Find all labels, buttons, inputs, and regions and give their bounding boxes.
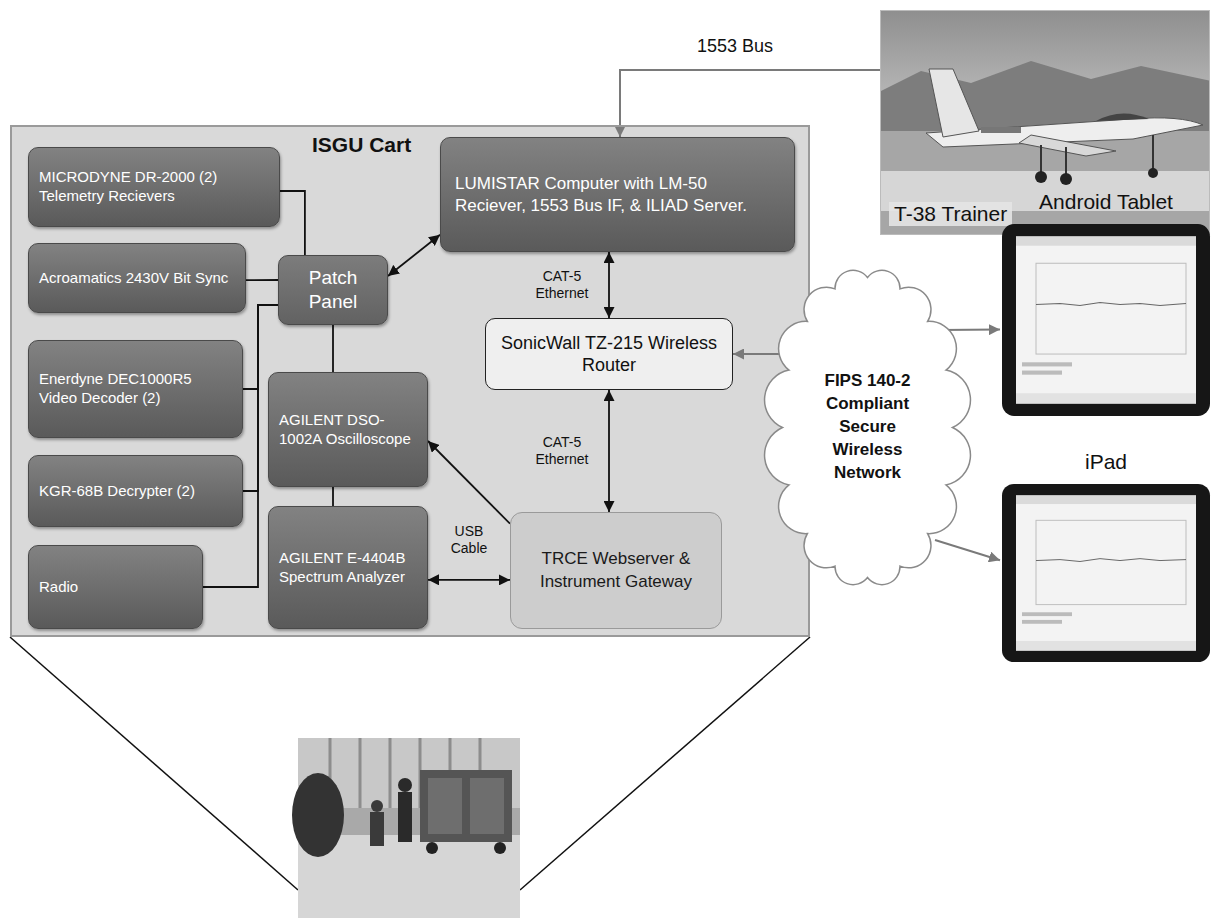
- tablet-screen: [1016, 236, 1196, 403]
- rack-bay: [470, 778, 504, 834]
- person-head: [398, 778, 412, 792]
- fuselage-marking: [981, 127, 1021, 133]
- tablet-body: [1002, 484, 1210, 662]
- box-label: Acroamatics 2430V Bit Sync: [39, 269, 228, 288]
- dev-h: iPad: [1000, 448, 1212, 476]
- wheel: [1035, 171, 1047, 183]
- ipad-device: [1000, 482, 1212, 664]
- box-label: TRCE Webserver & Instrument Gateway: [523, 548, 709, 592]
- dev-h: Android Tablet: [1000, 188, 1212, 216]
- landing-gear: [1041, 135, 1153, 175]
- connector: [246, 279, 278, 281]
- network-cloud: FIPS 140-2 Compliant Secure Wireless Net…: [755, 250, 980, 605]
- connector: [332, 487, 334, 506]
- plot-frame: [1036, 263, 1186, 354]
- screen-toolbar: [1016, 393, 1196, 403]
- router-box: SonicWall TZ-215 Wireless Router: [485, 318, 733, 390]
- connector: [608, 252, 610, 318]
- plot-trace: [1036, 302, 1186, 305]
- edge-label: CAT-5 Ethernet: [526, 267, 598, 303]
- person: [398, 792, 412, 842]
- box-label: AGILENT DSO-1002A Oscilloscope: [279, 411, 417, 449]
- connector: [428, 441, 510, 524]
- photo-cap: T-38 Trainer: [889, 202, 1012, 226]
- cart-photo: [292, 738, 520, 918]
- webserver-box: TRCE Webserver & Instrument Gateway: [510, 512, 722, 629]
- box-label: Enerdyne DEC1000R5 Video Decoder (2): [39, 370, 232, 408]
- spectrum-analyzer-box: AGILENT E-4404B Spectrum Analyzer: [268, 506, 428, 629]
- canopy: [1096, 113, 1149, 121]
- connector: [428, 579, 510, 581]
- edge-label: 1553 Bus: [680, 35, 790, 59]
- box-label: MICRODYNE DR-2000 (2) Telemetry Reciever…: [39, 168, 269, 206]
- video-decoder-box: Enerdyne DEC1000R5 Video Decoder (2): [28, 340, 243, 438]
- cloud-t: FIPS 140-2 Compliant Secure Wireless Net…: [809, 370, 927, 485]
- rack-bay: [428, 778, 462, 834]
- cart-wheel: [494, 842, 506, 854]
- connector: [388, 235, 440, 276]
- edge-label: CAT-5 Ethernet: [526, 433, 598, 469]
- connector: [608, 390, 610, 512]
- plot-trace: [1036, 559, 1186, 562]
- connector: [935, 540, 1000, 560]
- screen-readout: [1022, 362, 1072, 366]
- isgu-cart-rack: [420, 770, 512, 842]
- cart-enclosure: ISGU CartMICRODYNE DR-2000 (2) Telemetry…: [10, 125, 810, 637]
- tail-fin: [929, 69, 979, 137]
- tablet-frame: iPad: [1000, 448, 1212, 668]
- edge-label: USB Cable: [438, 522, 500, 558]
- tablet-frame: Android Tablet: [1000, 188, 1212, 428]
- plot-frame: [1036, 520, 1186, 604]
- patch-panel-box: Patch Panel: [278, 255, 388, 325]
- cloud-outline: [765, 270, 971, 584]
- person-head: [371, 800, 383, 812]
- cart-panel: [10, 125, 810, 637]
- box-label: SonicWall TZ-215 Wireless Router: [496, 332, 722, 377]
- jet-engine: [292, 773, 344, 857]
- decrypter-box: KGR-68B Decrypter (2): [28, 455, 243, 527]
- zoom-line: [10, 637, 298, 890]
- wheel: [1148, 168, 1158, 178]
- wheel: [1060, 173, 1072, 185]
- cart-title: ISGU Cart: [312, 133, 411, 157]
- tablet-screen: [1016, 495, 1196, 650]
- box-label: KGR-68B Decrypter (2): [39, 482, 195, 501]
- screen-readout: [1022, 620, 1062, 624]
- cart-wheel: [426, 842, 438, 854]
- box-label: LUMISTAR Computer with LM-50 Reciever, 1…: [455, 173, 780, 216]
- screen-toolbar: [1016, 641, 1196, 651]
- box-label: AGILENT E-4404B Spectrum Analyzer: [279, 549, 417, 587]
- radio-box: Radio: [28, 545, 203, 629]
- screen-readout: [1022, 612, 1072, 616]
- person: [370, 812, 384, 846]
- receiver-box: MICRODYNE DR-2000 (2) Telemetry Reciever…: [28, 147, 280, 227]
- oscilloscope-box: AGILENT DSO-1002A Oscilloscope: [268, 372, 428, 487]
- connector: [280, 191, 305, 255]
- bit-sync-box: Acroamatics 2430V Bit Sync: [28, 243, 246, 313]
- box-label: Patch Panel: [289, 266, 377, 314]
- zoom-line: [520, 637, 810, 890]
- tablet-device: [1000, 222, 1212, 418]
- screen-header: [1016, 495, 1196, 504]
- screen-header: [1016, 236, 1196, 245]
- connector: [332, 325, 334, 372]
- screen-readout: [1022, 371, 1062, 375]
- tablet-body: [1002, 224, 1210, 416]
- wing: [1019, 135, 1116, 156]
- ground: [881, 131, 1210, 235]
- computer-box: LUMISTAR Computer with LM-50 Reciever, 1…: [440, 137, 795, 252]
- box-label: Radio: [39, 578, 78, 597]
